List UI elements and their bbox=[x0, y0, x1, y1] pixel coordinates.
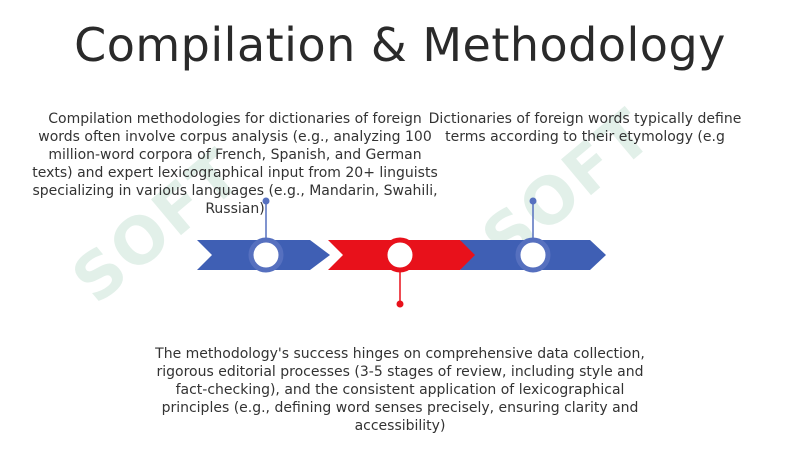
page-title: Compilation & Methodology bbox=[74, 18, 726, 72]
text-block-right: Dictionaries of foreign words typically … bbox=[428, 111, 742, 145]
timeline-node-1 bbox=[248, 237, 284, 273]
connector-dot-3 bbox=[529, 197, 537, 205]
timeline-node-3 bbox=[515, 237, 551, 273]
text-block-left: Compilation methodologies for dictionari… bbox=[32, 111, 438, 217]
timeline-node-2 bbox=[382, 237, 418, 273]
connector-dot-1 bbox=[262, 197, 270, 205]
connector-dot-2 bbox=[396, 300, 404, 308]
text-block-bottom: The methodology's success hinges on comp… bbox=[155, 346, 645, 434]
